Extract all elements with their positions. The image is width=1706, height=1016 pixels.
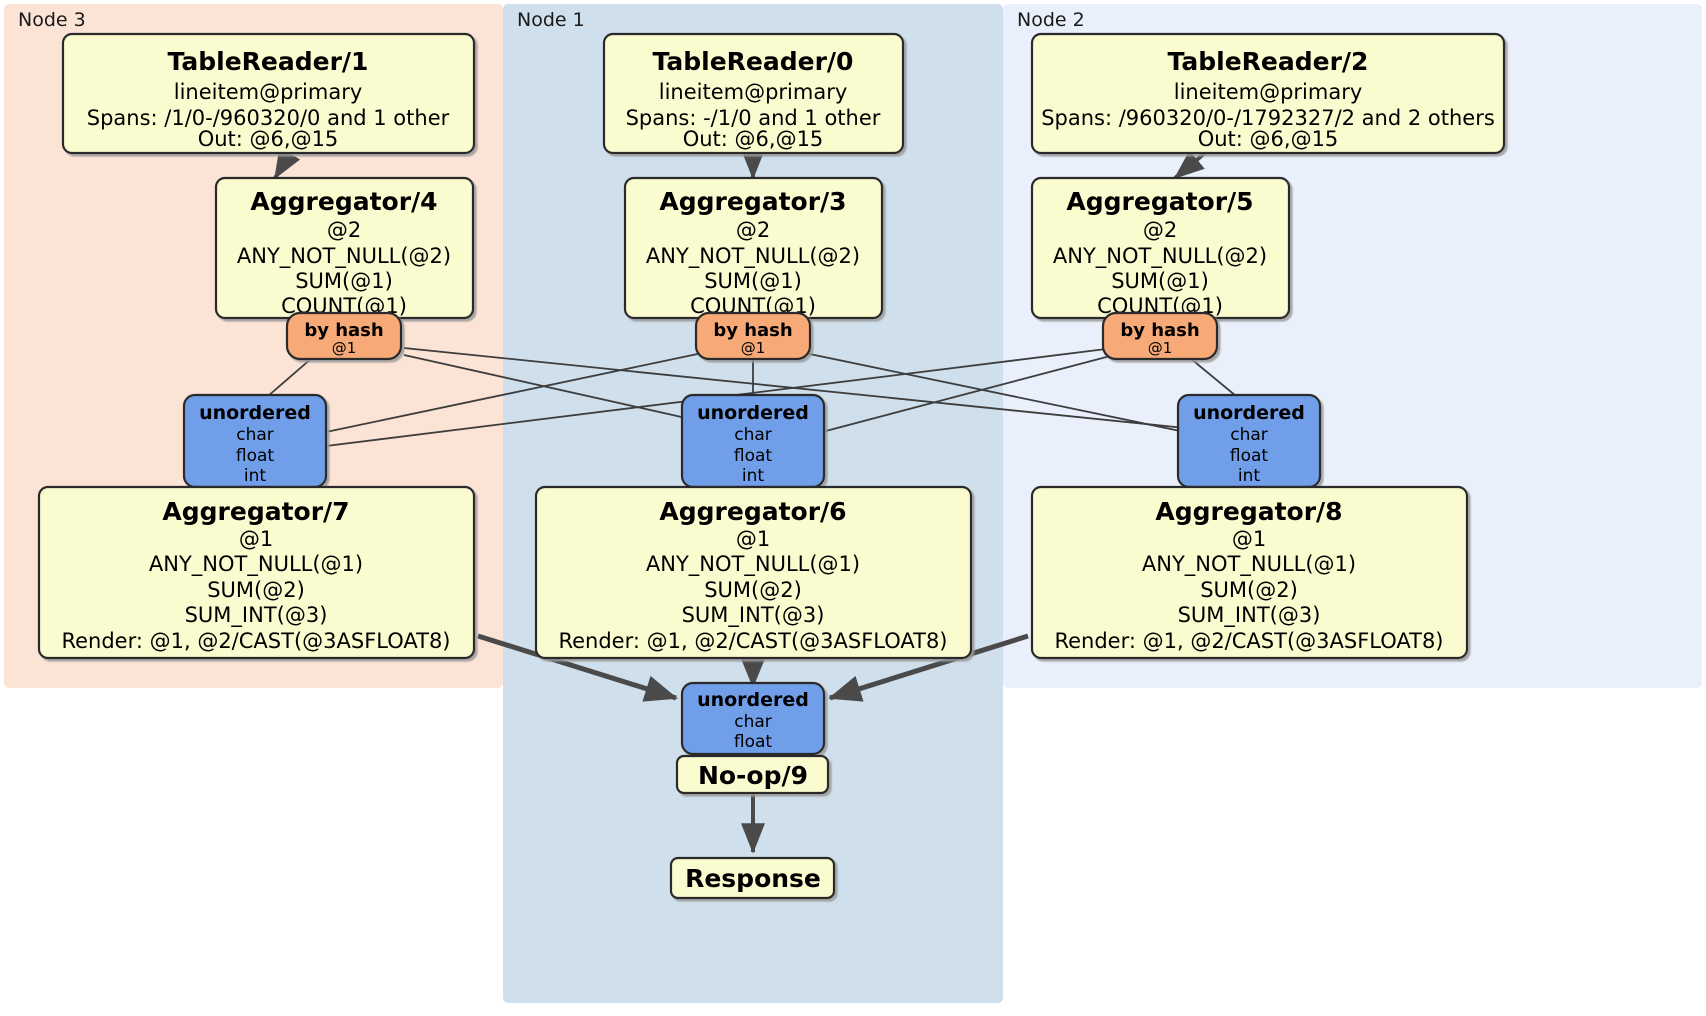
inbox-unordered-node3-line-2: int	[244, 466, 266, 486]
router-by-hash-node3-line-0: @1	[332, 339, 357, 357]
table-reader-2-line-0: lineitem@primary	[1174, 80, 1363, 104]
node-aggregator-3[interactable]: Aggregator/3 @2 ANY_NOT_NULL(@2) SUM(@1)…	[623, 176, 884, 320]
table-reader-2-line-1: Spans: /960320/0-/1792327/2 and 2 others	[1041, 106, 1495, 130]
node-no-op-9[interactable]: No-op/9	[675, 754, 830, 795]
panel-label-node1: Node 1	[517, 9, 585, 31]
table-reader-1-line-2: Out: @6,@15	[198, 127, 339, 151]
inbox-unordered-final-line-0: char	[734, 712, 772, 732]
aggregator-3-line-2: SUM(@1)	[704, 269, 802, 293]
inbox-unordered-node2-line-2: int	[1238, 466, 1260, 486]
aggregator-3-title: Aggregator/3	[659, 187, 846, 216]
aggregator-7-line-3: SUM_INT(@3)	[185, 603, 328, 628]
table-reader-1-line-0: lineitem@primary	[174, 80, 363, 104]
edge-hashB-to-inboxA	[325, 351, 708, 433]
aggregator-6-line-2: SUM(@2)	[704, 578, 802, 602]
aggregator-4-line-2: SUM(@1)	[295, 269, 393, 293]
response-title: Response	[685, 864, 821, 893]
table-reader-2-title: TableReader/2	[1168, 47, 1369, 76]
inbox-unordered-node2[interactable]: unordered char float int	[1176, 393, 1322, 489]
inbox-unordered-final[interactable]: unordered char float	[680, 681, 826, 756]
inbox-unordered-node3-line-1: float	[236, 446, 275, 466]
edge-agg7-to-final-inbox	[477, 633, 678, 702]
aggregator-6-line-0: @1	[736, 527, 770, 551]
node-aggregator-4[interactable]: Aggregator/4 @2 ANY_NOT_NULL(@2) SUM(@1)…	[214, 176, 475, 320]
table-reader-0-line-2: Out: @6,@15	[683, 127, 824, 151]
aggregator-3-line-0: @2	[736, 218, 770, 242]
router-by-hash-node2-line-0: @1	[1148, 339, 1173, 357]
aggregator-6-line-3: SUM_INT(@3)	[682, 603, 825, 628]
inbox-unordered-node2-title: unordered	[1193, 402, 1305, 424]
inbox-unordered-node1-title: unordered	[697, 402, 809, 424]
panel-label-node2: Node 2	[1017, 9, 1085, 31]
aggregator-3-line-1: ANY_NOT_NULL(@2)	[646, 244, 860, 269]
aggregator-6-title: Aggregator/6	[659, 497, 846, 526]
table-reader-0-line-0: lineitem@primary	[659, 80, 848, 104]
aggregator-4-line-0: @2	[327, 218, 361, 242]
router-by-hash-node2[interactable]: by hash @1	[1101, 311, 1219, 361]
edge-reader2-to-agg5	[1173, 150, 1207, 180]
table-reader-0-line-1: Spans: -/1/0 and 1 other	[626, 106, 881, 130]
aggregator-4-line-1: ANY_NOT_NULL(@2)	[237, 244, 451, 269]
inbox-unordered-node1[interactable]: unordered char float int	[680, 393, 826, 489]
edge-hashC-to-inboxB	[821, 354, 1115, 433]
edge-hashC-to-inboxC	[1189, 357, 1237, 397]
panel-label-node3: Node 3	[18, 9, 86, 31]
aggregator-5-line-1: ANY_NOT_NULL(@2)	[1053, 244, 1267, 269]
aggregator-7-line-4: Render: @1, @2/CAST(@3ASFLOAT8)	[61, 629, 450, 653]
aggregator-7-line-1: ANY_NOT_NULL(@1)	[149, 552, 363, 577]
aggregator-8-line-0: @1	[1232, 527, 1266, 551]
aggregator-5-line-2: SUM(@1)	[1111, 269, 1209, 293]
table-reader-1-title: TableReader/1	[168, 47, 369, 76]
aggregator-7-line-0: @1	[239, 527, 273, 551]
aggregator-5-title: Aggregator/5	[1066, 187, 1253, 216]
table-reader-2-line-2: Out: @6,@15	[1198, 127, 1339, 151]
aggregator-4-title: Aggregator/4	[250, 187, 437, 216]
node-response[interactable]: Response	[669, 856, 836, 900]
inbox-unordered-final-title: unordered	[697, 689, 809, 711]
node-aggregator-6[interactable]: Aggregator/6 @1 ANY_NOT_NULL(@1) SUM(@2)…	[534, 485, 973, 660]
router-by-hash-node3-title: by hash	[304, 320, 383, 341]
node-table-reader-2[interactable]: TableReader/2 lineitem@primary Spans: /9…	[1030, 32, 1506, 155]
inbox-unordered-node2-line-1: float	[1230, 446, 1269, 466]
inbox-unordered-node1-line-1: float	[734, 446, 773, 466]
aggregator-8-line-2: SUM(@2)	[1200, 578, 1298, 602]
table-reader-1-line-1: Spans: /1/0-/960320/0 and 1 other	[87, 106, 450, 130]
aggregator-6-line-4: Render: @1, @2/CAST(@3ASFLOAT8)	[558, 629, 947, 653]
aggregator-8-line-1: ANY_NOT_NULL(@1)	[1142, 552, 1356, 577]
aggregator-8-line-4: Render: @1, @2/CAST(@3ASFLOAT8)	[1054, 629, 1443, 653]
table-reader-0-title: TableReader/0	[653, 47, 854, 76]
edge-agg8-to-final-inbox	[828, 633, 1029, 702]
aggregator-7-line-2: SUM(@2)	[207, 578, 305, 602]
inbox-unordered-node1-line-0: char	[734, 425, 772, 445]
inbox-unordered-node1-line-2: int	[742, 466, 764, 486]
aggregator-7-title: Aggregator/7	[162, 497, 349, 526]
router-by-hash-node2-title: by hash	[1120, 320, 1199, 341]
no-op-9-title: No-op/9	[698, 761, 808, 790]
inbox-unordered-final-line-1: float	[734, 732, 773, 752]
node-table-reader-1[interactable]: TableReader/1 lineitem@primary Spans: /1…	[61, 32, 476, 155]
aggregator-8-title: Aggregator/8	[1155, 497, 1342, 526]
aggregator-8-line-3: SUM_INT(@3)	[1178, 603, 1321, 628]
inbox-unordered-node3-title: unordered	[199, 402, 311, 424]
router-by-hash-node1[interactable]: by hash @1	[694, 311, 812, 361]
edge-hashA-to-inboxA	[267, 357, 313, 397]
inbox-unordered-node3[interactable]: unordered char float int	[182, 393, 328, 489]
node-aggregator-8[interactable]: Aggregator/8 @1 ANY_NOT_NULL(@1) SUM(@2)…	[1030, 485, 1469, 660]
edge-reader1-to-agg4	[273, 147, 301, 180]
node-aggregator-5[interactable]: Aggregator/5 @2 ANY_NOT_NULL(@2) SUM(@1)…	[1030, 176, 1291, 320]
inbox-unordered-node2-line-0: char	[1230, 425, 1268, 445]
aggregator-5-line-0: @2	[1143, 218, 1177, 242]
aggregator-6-line-1: ANY_NOT_NULL(@1)	[646, 552, 860, 577]
node-table-reader-0[interactable]: TableReader/0 lineitem@primary Spans: -/…	[602, 32, 905, 155]
router-by-hash-node3[interactable]: by hash @1	[285, 311, 403, 361]
edge-hashB-to-inboxC	[799, 351, 1186, 433]
router-by-hash-node1-title: by hash	[713, 320, 792, 341]
router-by-hash-node1-line-0: @1	[741, 339, 766, 357]
inbox-unordered-node3-line-0: char	[236, 425, 274, 445]
node-aggregator-7[interactable]: Aggregator/7 @1 ANY_NOT_NULL(@1) SUM(@2)…	[37, 485, 476, 660]
